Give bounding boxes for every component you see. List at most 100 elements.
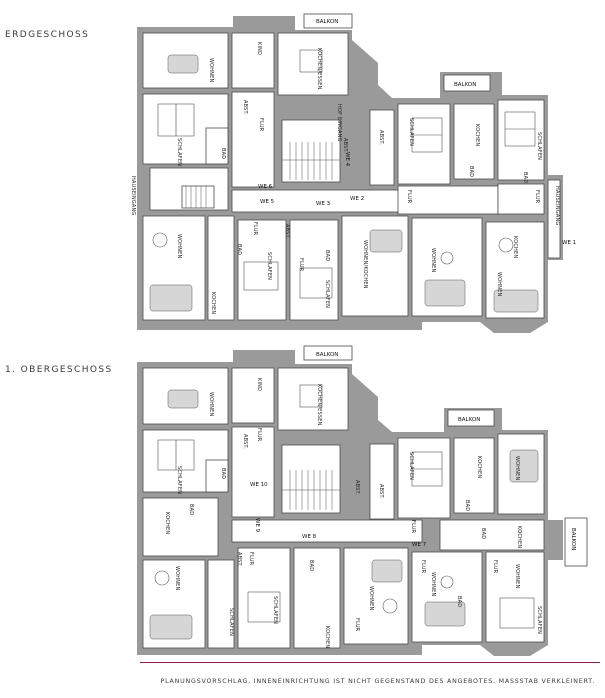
label-schlafen-e2: SCHLAFEN <box>536 132 542 160</box>
label-bad-c: BAD <box>324 250 330 261</box>
table-ground-4 <box>152 232 168 248</box>
room-abst-e-1 <box>369 443 395 520</box>
bed-first-3 <box>247 591 281 623</box>
label-wohnen-nw-1: WOHNEN <box>208 392 214 417</box>
label-flur-e1-1: FLUR <box>410 520 416 534</box>
label-schlafen-c-1: SCHLAFEN <box>272 596 278 624</box>
label-kochen-essen-1: KOCHEN/ESSEN <box>316 384 322 426</box>
room-wohnen-c2-1 <box>411 551 483 643</box>
bed-ground-5 <box>299 267 333 299</box>
label-bad-sw: BAD <box>236 244 242 255</box>
label-flur-sw-1: FLUR <box>248 552 254 566</box>
label-hauseingang-e: HAUSEINGANG <box>554 186 560 226</box>
label-bad-w: BAD <box>220 148 226 159</box>
footer-rule <box>140 662 600 663</box>
room-flur-e1 <box>397 185 499 215</box>
label-we3: WE 3 <box>316 201 331 207</box>
label-kind: KIND <box>256 42 262 55</box>
table-ground-2 <box>498 237 514 253</box>
label-wohnen-c2-1: WOHNEN <box>514 564 520 589</box>
room-kochen-e1-1 <box>453 437 495 514</box>
label-flur-e1: FLUR <box>406 190 412 204</box>
label-wohnen-sw: WOHNEN <box>176 234 182 259</box>
table-first-2 <box>154 570 170 586</box>
label-bad-e1: BAD <box>468 166 474 177</box>
label-flur-w-1: FLUR <box>256 428 262 442</box>
balkon-first-b <box>447 409 495 427</box>
label-abst-3: ABST. <box>378 130 384 145</box>
table-first-3 <box>382 598 398 614</box>
balkon-first-c <box>564 517 588 567</box>
label-bad-w-1: BAD <box>220 468 226 479</box>
label-flur-e2-1: FLUR <box>492 560 498 574</box>
sofa-first-5 <box>424 601 466 627</box>
label-abst-1-1: ABST. <box>242 434 248 449</box>
stair-treads-ground <box>282 142 340 180</box>
label-we10: WE 10 <box>250 482 268 488</box>
label-schlafen-e2-1: SCHLAFEN <box>536 606 542 634</box>
balkon-first-a <box>303 345 353 361</box>
label-wohnen-e2: WOHNEN <box>496 272 502 297</box>
label-kochen-w-1: KOCHEN <box>164 512 170 534</box>
label-flur-c-1: FLUR <box>354 618 360 632</box>
balkon-ground-a <box>303 13 353 29</box>
room-bad-w-1 <box>205 459 229 493</box>
sofa-ground-2 <box>149 284 193 312</box>
label-kochen-e1-1: KOCHEN <box>476 456 482 478</box>
label-schlafen-sw: SCHLAFEN <box>266 252 272 280</box>
label-bad-e2: BAD <box>522 172 528 183</box>
label-bad-c-1: BAD <box>308 560 314 571</box>
label-we4: WE 4 <box>344 152 350 167</box>
label-flur-w: FLUR <box>258 118 264 132</box>
label-wohnen-nw: WOHNEN <box>208 58 214 83</box>
floor-plan-first: BALKON BALKON BALKON WOHNEN KIND KOCHEN/… <box>137 345 588 656</box>
label-schlafen-e1-1: SCHLAFEN <box>408 452 414 480</box>
label-kochen-sw: KOCHEN <box>210 292 216 314</box>
label-abst-2-1: ABST. <box>354 480 360 495</box>
label-schlafen-w-1: SCHLAFEN <box>176 466 182 494</box>
room-schlafen-sw-1 <box>207 559 235 649</box>
room-kind <box>231 32 275 89</box>
label-balkon-a: BALKON <box>316 19 338 25</box>
sofa-ground-5 <box>369 229 403 253</box>
label-flur-c: FLUR <box>298 258 304 272</box>
floor-title-first: 1. OBERGESCHOSS <box>5 365 113 375</box>
floor-title-ground: ERDGESCHOSS <box>5 30 90 40</box>
sofa-first-1 <box>167 389 199 409</box>
sofa-first-3 <box>149 614 193 640</box>
label-wohnen-c: WOHNEN <box>430 248 436 273</box>
sofa-ground-3 <box>424 279 466 307</box>
label-kochen-essen: KOCHEN/ESSEN <box>316 48 322 90</box>
label-flur-c2-1: FLUR <box>420 560 426 574</box>
label-wohnen-e1-1: WOHNEN <box>514 456 520 481</box>
table-first-4 <box>440 575 454 589</box>
bed-ground-4 <box>243 261 279 291</box>
label-schlafen-w: SCHLAFEN <box>176 138 182 166</box>
entry-steps-ground <box>185 186 207 208</box>
room-hauseingang-e <box>547 179 561 259</box>
label-we1: WE 1 <box>562 240 576 246</box>
label-flur-sw: FLUR <box>252 222 258 236</box>
label-bad-c2-1: BAD <box>456 596 462 607</box>
table-first-1 <box>299 384 323 408</box>
label-bad-e2-1: BAD <box>480 528 486 539</box>
stair-core-first <box>281 444 341 514</box>
label-we5: WE 5 <box>260 199 275 205</box>
label-bad-e1-1: BAD <box>464 500 470 511</box>
stair-core-ground <box>281 119 341 183</box>
label-kochen-c-1: KOCHEN <box>324 626 330 648</box>
label-wohnen-e2-1: WOHNEN <box>430 572 436 597</box>
label-we8: WE 8 <box>302 534 317 540</box>
label-abst-4: ABST. <box>284 224 290 239</box>
label-wohnen-sw-1: WOHNEN <box>174 566 180 591</box>
label-balkon-c-1: BALKON <box>570 528 576 550</box>
sofa-ground-4 <box>493 289 539 313</box>
label-abst-2: ABST. <box>342 138 348 153</box>
label-hof-eingang: HOF EINGANG <box>336 104 342 142</box>
room-kochen-e1 <box>453 103 495 180</box>
label-schlafen-e1: SCHLAFEN <box>408 118 414 146</box>
label-we9: WE 9 <box>254 518 260 533</box>
label-abst-4-1: ABST. <box>236 552 242 567</box>
room-kochen-c-1 <box>293 547 341 649</box>
floor-plan-ground: BALKON BALKON WOHNEN KIND KOCHEN/ESSEN S… <box>130 13 576 333</box>
